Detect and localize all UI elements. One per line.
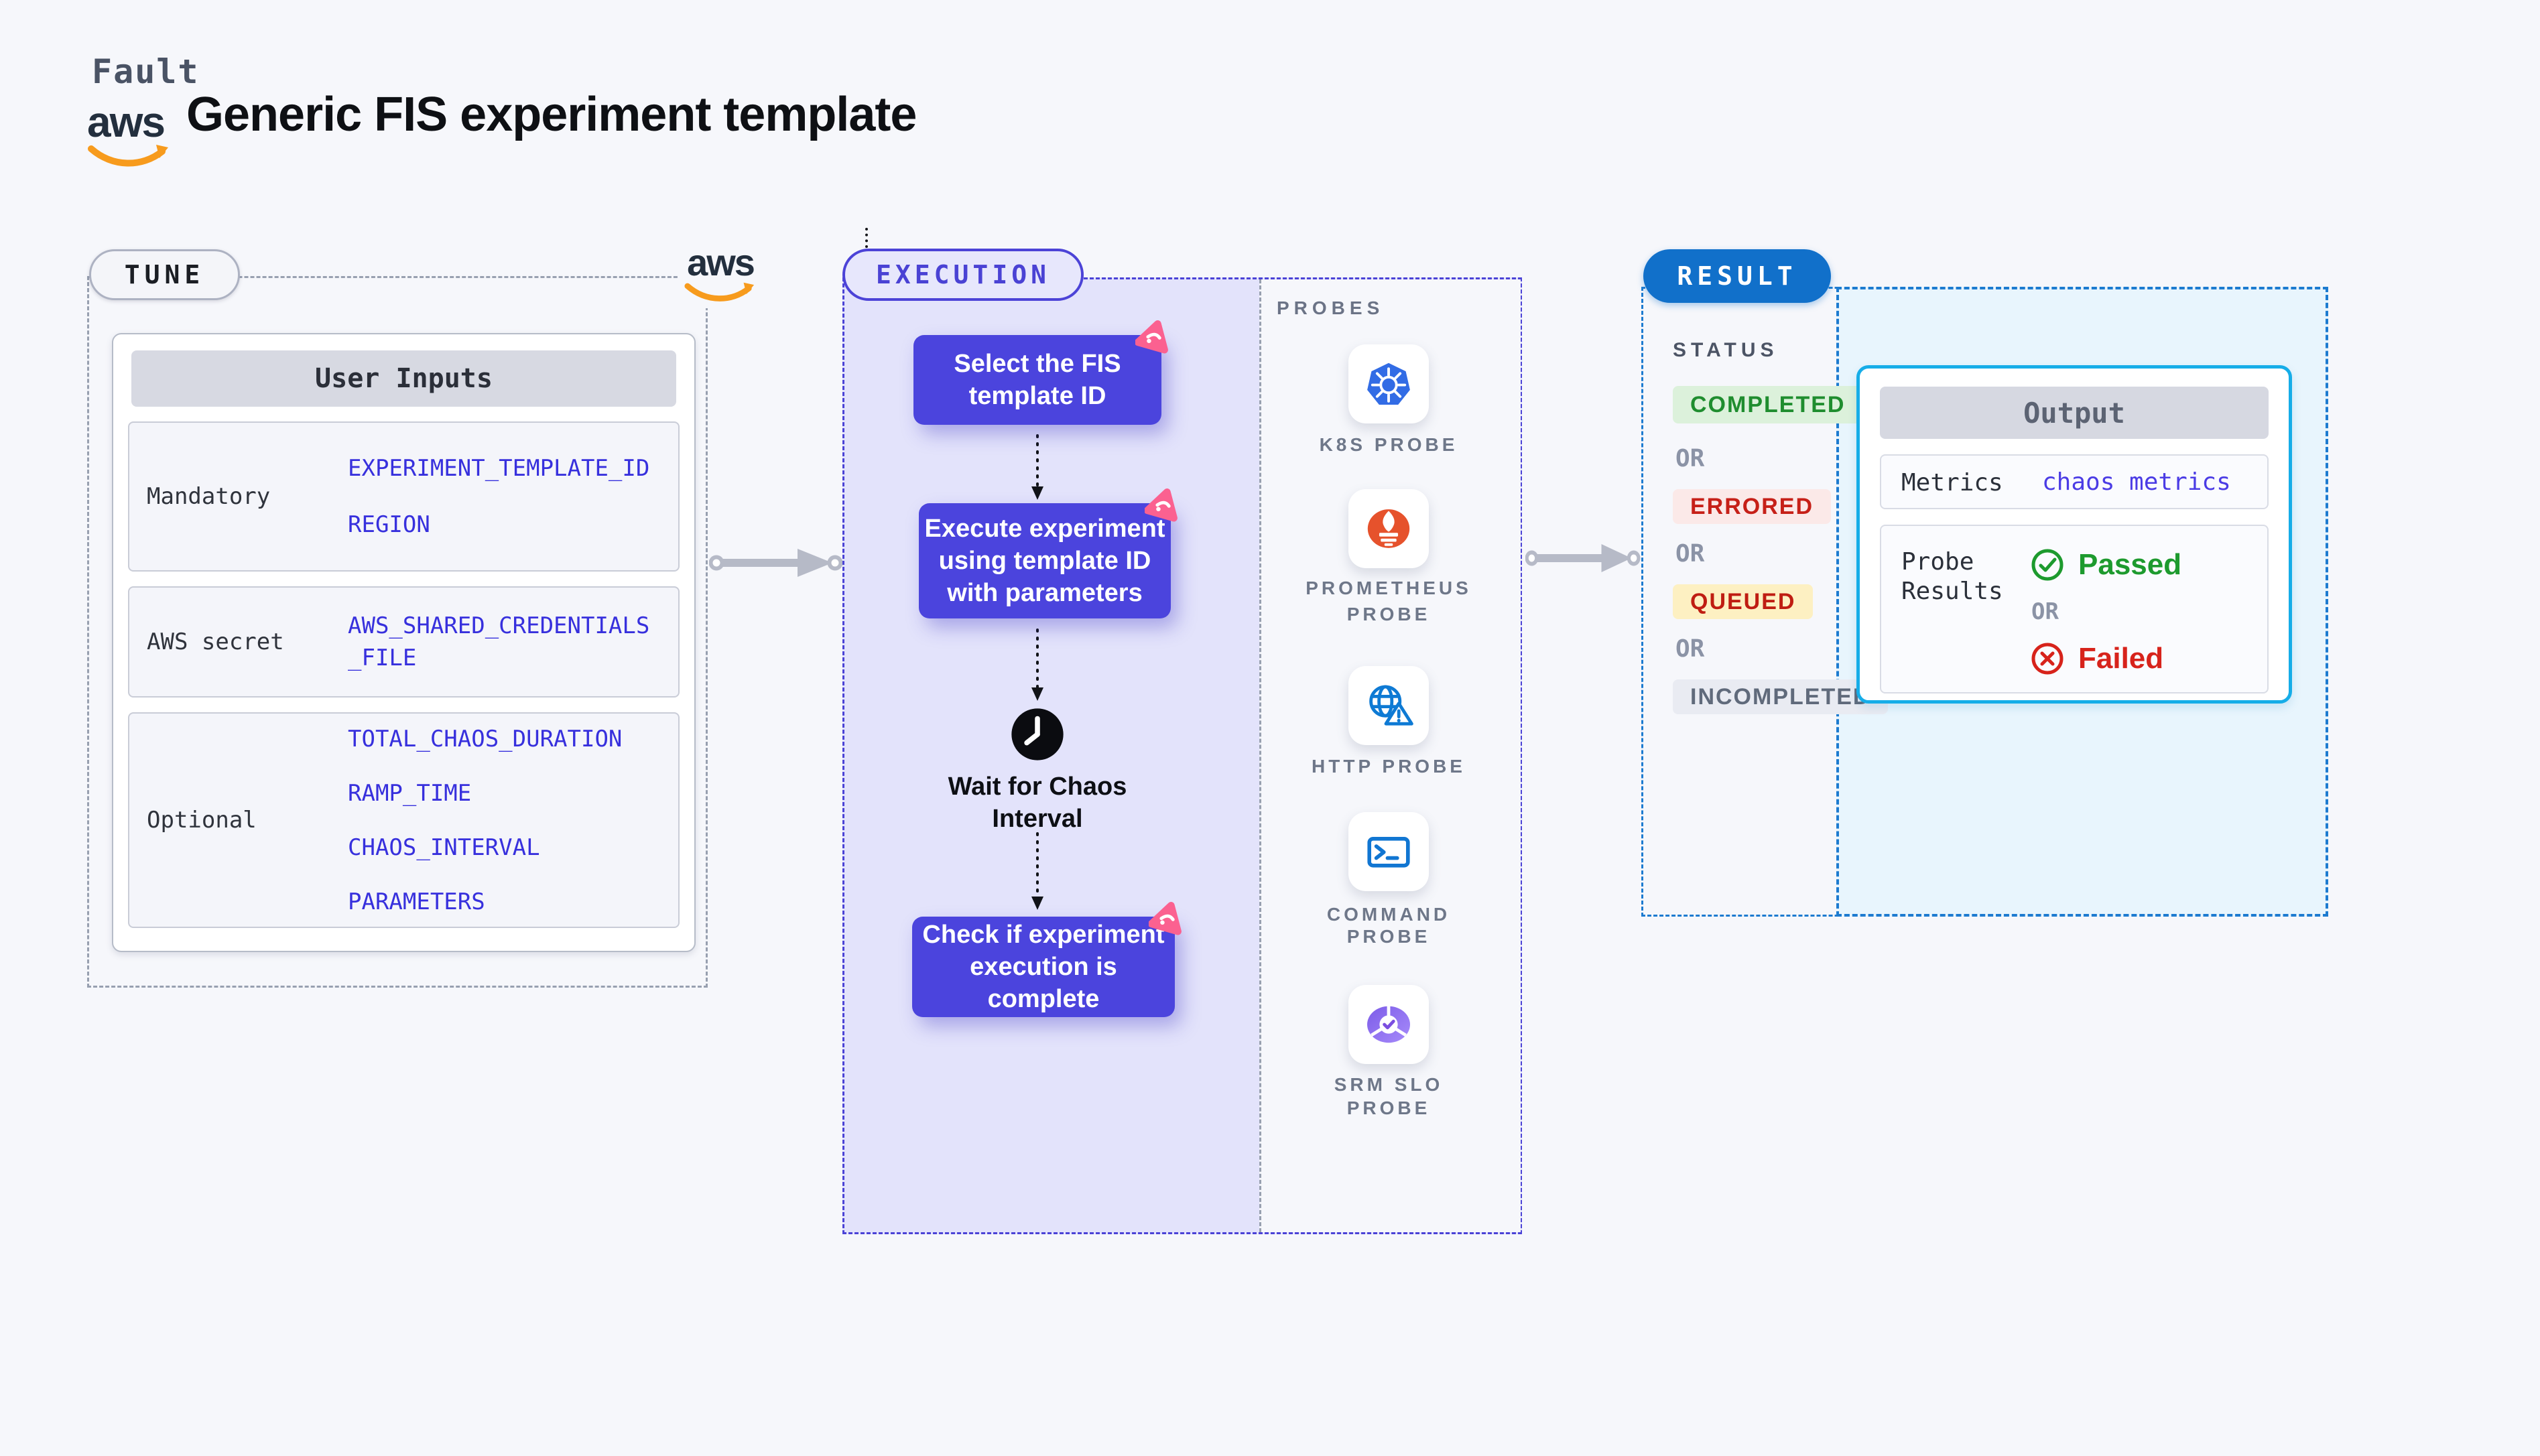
passed-label: Passed bbox=[2078, 548, 2182, 581]
metrics-value: chaos metrics bbox=[2042, 468, 2231, 496]
arrow-execution-to-result-icon bbox=[1525, 544, 1641, 572]
metrics-label: Metrics bbox=[1901, 469, 2003, 497]
step-execute-experiment: Execute experiment using template ID wit… bbox=[919, 503, 1171, 618]
aws-swoosh-icon bbox=[88, 145, 168, 167]
aws-swoosh-small-icon bbox=[684, 282, 755, 302]
table-row-aws-secret: AWS secret AWS_SHARED_CREDENTIALS _FILE bbox=[128, 586, 680, 698]
command-terminal-icon bbox=[1367, 837, 1410, 868]
probe-label: COMMAND bbox=[1326, 904, 1451, 925]
user-inputs-card: User Inputs Mandatory EXPERIMENT_TEMPLAT… bbox=[112, 333, 696, 952]
command-probe-card bbox=[1348, 812, 1429, 891]
dotted-arrow-icon bbox=[1031, 434, 1043, 500]
page-title: Generic FIS experiment template bbox=[186, 88, 917, 141]
aws-wordmark-small: aws bbox=[687, 241, 755, 283]
output-table: Output Metrics chaos metrics Probe Resul… bbox=[1856, 365, 2292, 704]
probe-label: PROBE bbox=[1346, 1098, 1431, 1118]
dotted-arrow-icon bbox=[1031, 628, 1043, 701]
output-header: Output bbox=[1880, 387, 2269, 439]
env-var: CHAOS_INTERVAL bbox=[348, 834, 540, 861]
probes-title: PROBES bbox=[1277, 297, 1385, 318]
clock-icon bbox=[1011, 708, 1064, 760]
env-var: REGION bbox=[348, 511, 430, 538]
or-label: OR bbox=[1675, 540, 1705, 568]
execution-section-pill: EXECUTION bbox=[842, 249, 1084, 301]
wait-line: Interval bbox=[992, 805, 1083, 833]
arrow-tune-to-execution-icon bbox=[709, 549, 843, 577]
row-label: AWS secret bbox=[147, 628, 284, 655]
status-badge-incompleted: INCOMPLETED bbox=[1673, 679, 1889, 714]
wait-step-label: Wait for Chaos Interval bbox=[937, 771, 1138, 835]
env-var: AWS_SHARED_CREDENTIALS bbox=[348, 612, 650, 639]
failed-label: Failed bbox=[2078, 642, 2164, 675]
probe-results-line: Results bbox=[1901, 578, 2003, 605]
probe-label: PROBE bbox=[1346, 604, 1431, 624]
srm-slo-icon bbox=[1367, 1005, 1410, 1043]
output-row-metrics: Metrics chaos metrics bbox=[1880, 454, 2269, 509]
row-label: Optional bbox=[147, 807, 257, 834]
chaos-scenario-icon bbox=[1135, 320, 1168, 354]
kubernetes-icon bbox=[1367, 362, 1410, 405]
step-line: execution is complete bbox=[970, 953, 1117, 1013]
tune-section-box bbox=[87, 276, 708, 988]
status-badge-queued: QUEUED bbox=[1673, 584, 1814, 619]
or-label: OR bbox=[2031, 598, 2059, 625]
dotted-arrow-icon bbox=[1031, 832, 1043, 910]
execution-start-dotted-line bbox=[865, 228, 868, 248]
result-section-pill: RESULT bbox=[1643, 249, 1831, 303]
status-badge-errored: ERRORED bbox=[1673, 489, 1832, 524]
step-line: with parameters bbox=[947, 579, 1143, 607]
passed-result: Passed bbox=[2030, 547, 2181, 582]
prometheus-probe-card bbox=[1348, 489, 1429, 568]
step-line: using template ID bbox=[938, 547, 1151, 575]
prometheus-icon bbox=[1367, 509, 1410, 548]
probe-label: PROMETHEUS bbox=[1306, 578, 1472, 598]
x-circle-icon bbox=[2031, 643, 2063, 675]
probes-subpanel bbox=[1259, 279, 1521, 1232]
step-line: template ID bbox=[968, 382, 1106, 410]
aws-logo-icon: aws bbox=[87, 101, 174, 174]
check-circle-icon bbox=[2031, 549, 2063, 581]
aws-wordmark: aws bbox=[87, 98, 166, 146]
step-check-complete: Check if experiment execution is complet… bbox=[912, 917, 1175, 1017]
env-var: _FILE bbox=[348, 645, 417, 671]
env-var: PARAMETERS bbox=[348, 888, 485, 915]
status-badge-completed: COMPLETED bbox=[1673, 386, 1863, 423]
status-title: STATUS bbox=[1673, 339, 1779, 361]
row-label: Mandatory bbox=[147, 483, 271, 510]
env-var: EXPERIMENT_TEMPLATE_ID bbox=[348, 455, 650, 482]
table-row-optional: Optional TOTAL_CHAOS_DURATION RAMP_TIME … bbox=[128, 712, 680, 928]
aws-logo-small-icon: aws bbox=[678, 244, 763, 308]
probe-results-label: Probe Results bbox=[1901, 547, 2003, 606]
or-label: OR bbox=[1675, 445, 1705, 472]
srm-slo-probe-card bbox=[1348, 985, 1429, 1064]
output-row-probe-results: Probe Results Passed OR Failed bbox=[1880, 525, 2269, 693]
http-globe-icon bbox=[1369, 685, 1413, 726]
tune-section-pill: TUNE bbox=[89, 249, 240, 300]
or-label: OR bbox=[1675, 635, 1705, 663]
chaos-scenario-icon bbox=[1149, 901, 1182, 935]
brand-label: Fault bbox=[92, 52, 200, 91]
user-inputs-header: User Inputs bbox=[131, 350, 676, 407]
probe-label: K8S PROBE bbox=[1319, 434, 1458, 455]
probe-label: HTTP PROBE bbox=[1312, 756, 1466, 777]
probe-label: PROBE bbox=[1346, 926, 1431, 947]
probe-results-line: Probe bbox=[1901, 548, 1974, 576]
env-var: RAMP_TIME bbox=[348, 779, 472, 807]
step-line: Execute experiment bbox=[924, 515, 1165, 543]
k8s-probe-card bbox=[1348, 344, 1429, 423]
step-line: Check if experiment bbox=[922, 921, 1165, 949]
step-select-template: Select the FIS template ID bbox=[913, 335, 1161, 425]
wait-line: Wait for Chaos bbox=[948, 773, 1127, 801]
table-row-mandatory: Mandatory EXPERIMENT_TEMPLATE_ID REGION bbox=[128, 421, 680, 572]
step-line: Select the FIS bbox=[954, 350, 1121, 378]
chaos-scenario-icon bbox=[1145, 488, 1178, 522]
http-probe-card bbox=[1348, 666, 1429, 745]
probe-label: SRM SLO bbox=[1334, 1074, 1444, 1095]
failed-result: Failed bbox=[2030, 641, 2163, 676]
env-var: TOTAL_CHAOS_DURATION bbox=[348, 725, 623, 752]
